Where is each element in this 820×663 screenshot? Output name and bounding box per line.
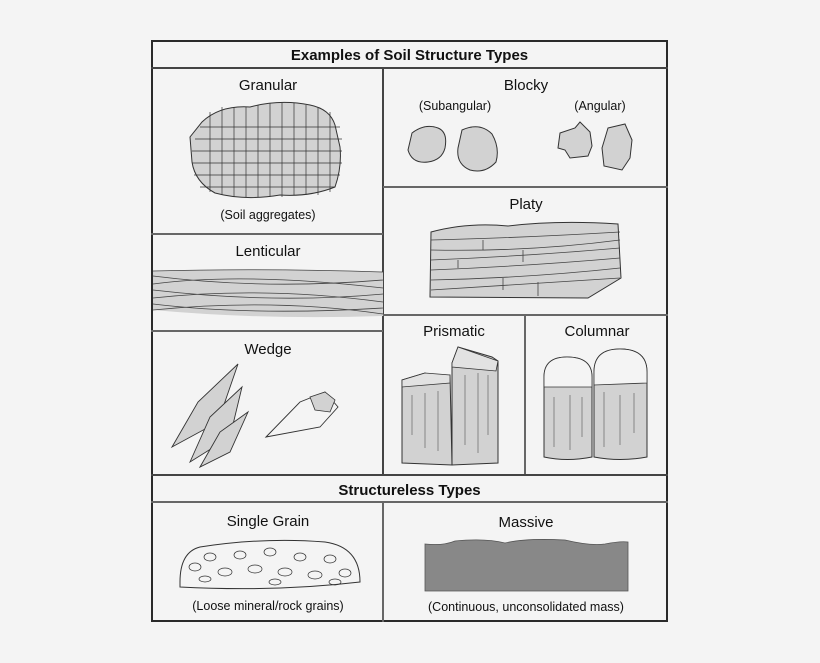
lenticular-illustration [152,269,384,318]
blocky-subangular-label: (Subangular) [418,99,492,113]
divider-prismatic-columnar [524,314,526,475]
massive-illustration [424,539,629,592]
divider-structureless-top [151,474,668,476]
blocky-angular-label: (Angular) [574,99,626,113]
divider-vertical-structureless [382,502,384,622]
blocky-illustration [407,121,633,172]
lenticular-label: Lenticular [235,243,301,260]
prismatic-illustration [401,346,499,466]
diagram-title: Examples of Soil Structure Types [290,47,529,64]
massive-label: Massive [498,514,554,531]
divider-vertical-main [382,68,384,475]
platy-illustration [429,221,622,299]
platy-label: Platy [509,196,543,213]
divider-blocky-bottom [383,186,668,188]
structureless-title: Structureless Types [338,482,481,499]
columnar-illustration [543,348,648,460]
single-grain-illustration [179,539,361,590]
wedge-label: Wedge [244,341,292,358]
divider-header [151,67,668,69]
blocky-label: Blocky [503,77,549,94]
single-grain-label: Single Grain [226,513,310,530]
divider-platy-bottom [383,314,668,316]
massive-caption: (Continuous, unconsolidated mass) [428,600,624,614]
single-grain-caption: (Loose mineral/rock grains) [192,599,344,613]
prismatic-label: Prismatic [423,323,485,340]
divider-granular-bottom [151,233,383,235]
granular-illustration [189,101,342,199]
wedge-illustration [170,363,339,469]
divider-lenticular-bottom [151,330,383,332]
divider-structureless-bottom [151,501,668,503]
granular-caption: (Soil aggregates) [220,208,316,222]
granular-label: Granular [238,77,298,94]
columnar-label: Columnar [564,323,630,340]
